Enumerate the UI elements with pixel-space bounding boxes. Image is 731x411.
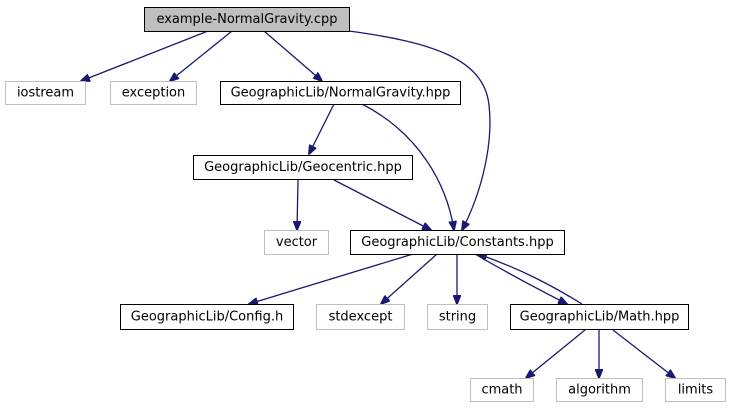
node-label: iostream bbox=[17, 86, 74, 101]
node-constants-hpp[interactable]: GeographicLib/Constants.hpp bbox=[350, 230, 565, 255]
edge-math-to-cmath bbox=[526, 329, 586, 378]
nodes: example-NormalGravity.cpp iostream excep… bbox=[5, 7, 726, 402]
edge-geocentric-to-vector bbox=[297, 179, 298, 230]
edge-constants-to-math bbox=[474, 253, 567, 304]
edge-main-to-exception bbox=[170, 30, 233, 81]
node-label: vector bbox=[276, 235, 318, 250]
node-label: GeographicLib/Math.hpp bbox=[520, 310, 680, 325]
edge-normalgravity-to-constants bbox=[361, 103, 454, 230]
node-stdexcept: stdexcept bbox=[316, 304, 405, 330]
edge-normalgravity-to-geocentric bbox=[309, 103, 335, 154]
node-label: GeographicLib/Constants.hpp bbox=[361, 235, 553, 250]
edge-math-to-limits bbox=[612, 329, 675, 378]
node-limits: limits bbox=[665, 378, 726, 402]
node-label: cmath bbox=[481, 383, 522, 398]
edge-constants-to-config bbox=[249, 253, 414, 304]
node-math-hpp[interactable]: GeographicLib/Math.hpp bbox=[510, 304, 689, 330]
node-cmath: cmath bbox=[470, 378, 534, 402]
edge-math-to-constants bbox=[478, 254, 583, 305]
node-exception: exception bbox=[110, 81, 197, 105]
node-example-normalgravity-cpp[interactable]: example-NormalGravity.cpp bbox=[144, 7, 350, 32]
edge-main-to-normalgravity bbox=[263, 30, 322, 81]
node-config-h[interactable]: GeographicLib/Config.h bbox=[120, 304, 294, 330]
node-label: GeographicLib/Config.h bbox=[131, 310, 283, 325]
node-normalgravity-hpp[interactable]: GeographicLib/NormalGravity.hpp bbox=[220, 81, 461, 105]
node-label: algorithm bbox=[568, 383, 631, 398]
edges bbox=[81, 30, 675, 378]
node-label: GeographicLib/Geocentric.hpp bbox=[204, 160, 402, 175]
node-iostream: iostream bbox=[5, 81, 86, 105]
edge-constants-to-stdexcept bbox=[381, 253, 438, 304]
node-vector: vector bbox=[264, 230, 329, 255]
node-string: string bbox=[427, 304, 488, 330]
edge-main-to-constants bbox=[348, 30, 491, 230]
node-label: limits bbox=[678, 383, 714, 398]
node-label: GeographicLib/NormalGravity.hpp bbox=[231, 86, 451, 101]
node-label: exception bbox=[122, 86, 186, 101]
node-geocentric-hpp[interactable]: GeographicLib/Geocentric.hpp bbox=[193, 155, 413, 180]
edge-main-to-iostream bbox=[81, 30, 209, 81]
node-algorithm: algorithm bbox=[556, 378, 643, 402]
node-label: string bbox=[439, 310, 476, 325]
node-label: stdexcept bbox=[329, 310, 393, 325]
node-label: example-NormalGravity.cpp bbox=[156, 12, 337, 27]
edge-geocentric-to-constants bbox=[333, 179, 431, 230]
